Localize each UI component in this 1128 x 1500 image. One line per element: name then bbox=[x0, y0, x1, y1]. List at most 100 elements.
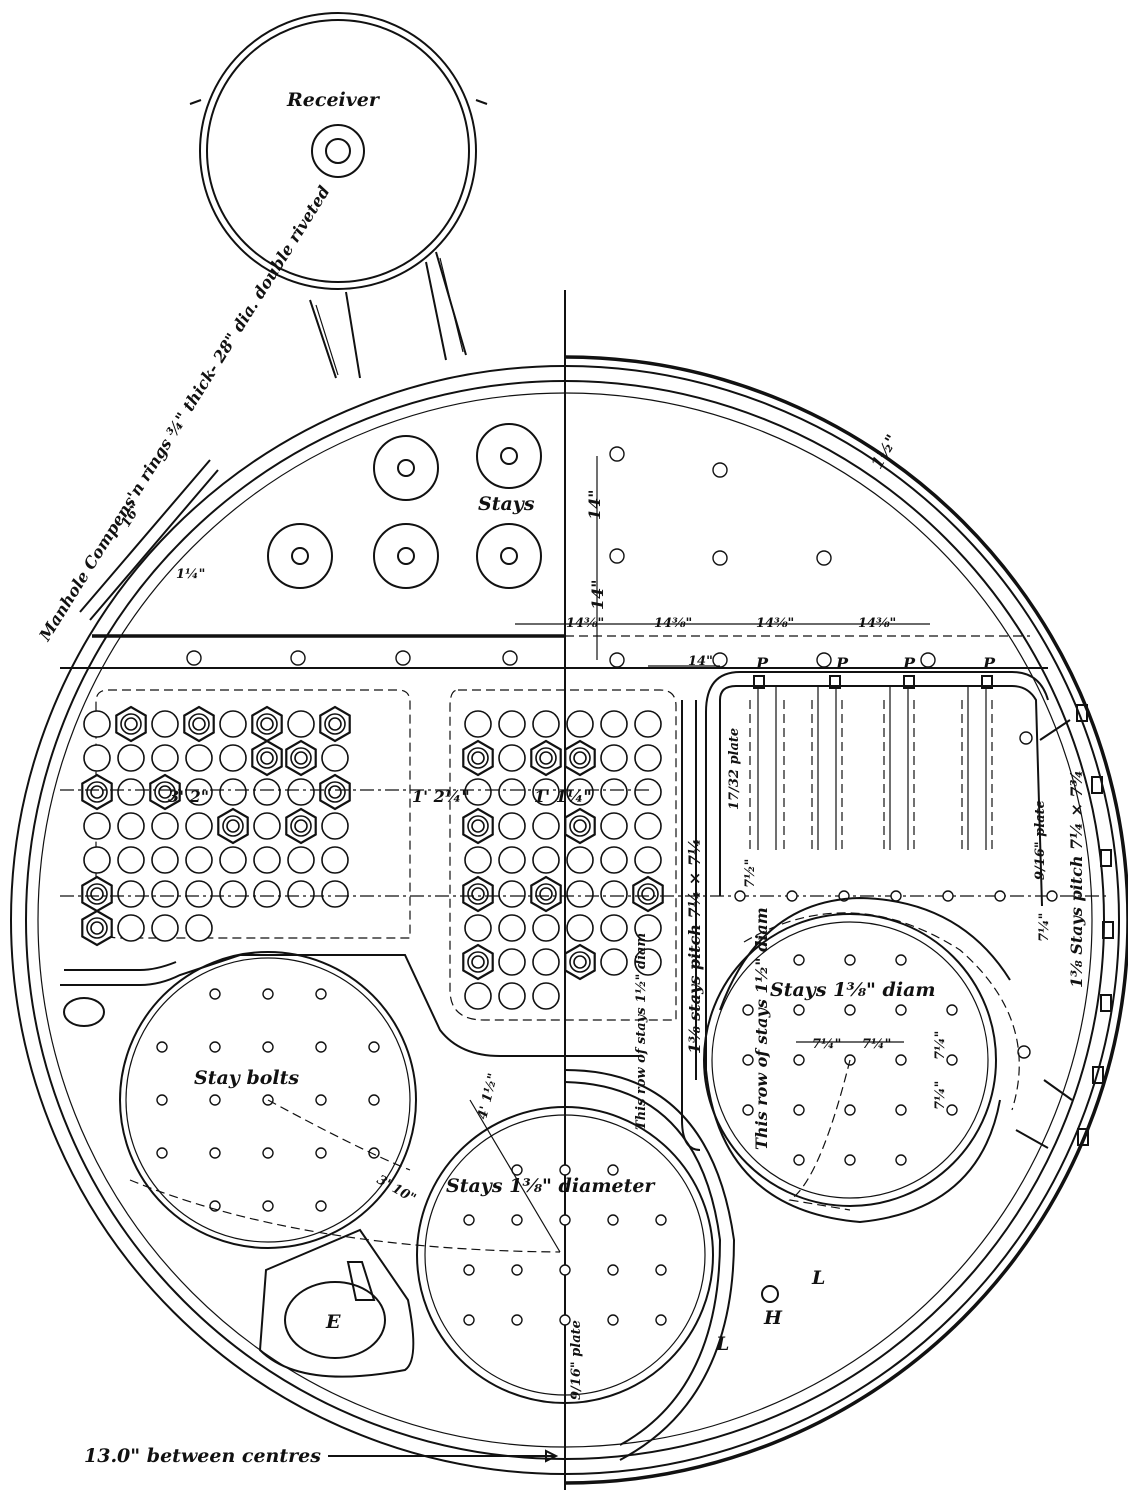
letter-p-3: P bbox=[902, 654, 916, 673]
tube bbox=[117, 846, 145, 874]
middle-tube-nest bbox=[449, 689, 677, 1021]
dim-7-25in-right: 7¼" bbox=[1037, 913, 1052, 942]
tube bbox=[634, 778, 662, 806]
stay-hole bbox=[559, 1214, 571, 1226]
tube bbox=[83, 846, 111, 874]
tube bbox=[83, 744, 111, 772]
stay-hole bbox=[793, 1104, 805, 1116]
stays-top-label: Stays bbox=[478, 493, 535, 515]
stay-hole bbox=[463, 1264, 475, 1276]
stay-bolt bbox=[315, 1147, 327, 1159]
tube bbox=[253, 778, 281, 806]
right-furnace bbox=[703, 896, 1020, 1224]
left-tubes bbox=[81, 705, 351, 947]
stay-hole bbox=[742, 1104, 754, 1116]
tube bbox=[532, 948, 560, 976]
stay-hole bbox=[895, 1004, 907, 1016]
plate-right-label: 9/16" plate bbox=[1033, 800, 1048, 880]
row-hole bbox=[942, 890, 954, 902]
stay-bolt bbox=[368, 1147, 380, 1159]
stay-bolt bbox=[262, 1041, 274, 1053]
tube bbox=[321, 846, 349, 874]
dim-7-25in-a: 7¼" bbox=[812, 1037, 841, 1052]
stay-bolt bbox=[156, 1147, 168, 1159]
tube bbox=[498, 914, 526, 942]
stay-bolt bbox=[156, 1041, 168, 1053]
tube bbox=[185, 744, 213, 772]
stay-hole bbox=[793, 1154, 805, 1166]
tube bbox=[498, 812, 526, 840]
tube bbox=[151, 710, 179, 738]
dim-7-5in: 7½" bbox=[743, 859, 758, 888]
tube bbox=[566, 914, 594, 942]
dim-14-375-b: 14⅜" bbox=[654, 616, 692, 631]
stay-bolt bbox=[209, 988, 221, 1000]
stay-bolt bbox=[262, 1147, 274, 1159]
dim-14-375-a: 14⅜" bbox=[566, 616, 604, 631]
combustion-chamber bbox=[60, 954, 640, 1057]
left-furnace bbox=[119, 951, 417, 1249]
letter-h: H bbox=[763, 1307, 783, 1329]
middle-tubes bbox=[462, 710, 664, 1010]
stay-bolt bbox=[209, 1094, 221, 1106]
tube bbox=[634, 710, 662, 738]
tube bbox=[117, 778, 145, 806]
letter-l-bottom: L bbox=[715, 1333, 729, 1355]
dim-14-vertical-2: 14" bbox=[588, 579, 607, 610]
tube bbox=[634, 914, 662, 942]
between-centres-label: 13.0" between centres bbox=[84, 1445, 321, 1467]
ash-pit bbox=[258, 1228, 415, 1378]
tube bbox=[321, 880, 349, 908]
tube bbox=[498, 846, 526, 874]
letter-e: E bbox=[325, 1311, 341, 1333]
tube bbox=[219, 778, 247, 806]
bottom-furnace bbox=[416, 1069, 736, 1461]
tube bbox=[600, 710, 628, 738]
tube bbox=[634, 812, 662, 840]
h-hole bbox=[761, 1285, 779, 1303]
bottom-stay-holes bbox=[463, 1164, 667, 1326]
tube bbox=[600, 948, 628, 976]
stay-hole bbox=[844, 954, 856, 966]
stay-hole bbox=[946, 1104, 958, 1116]
tube bbox=[566, 710, 594, 738]
tube bbox=[464, 982, 492, 1010]
tube bbox=[600, 880, 628, 908]
stay-bolt bbox=[315, 1041, 327, 1053]
stay-hole bbox=[793, 1004, 805, 1016]
tube bbox=[83, 710, 111, 738]
tube bbox=[219, 744, 247, 772]
stay-hole bbox=[559, 1314, 571, 1326]
tube bbox=[600, 846, 628, 874]
tube bbox=[151, 846, 179, 874]
right-firebox bbox=[705, 671, 1073, 1149]
stay-hole bbox=[463, 1314, 475, 1326]
stay-hole bbox=[895, 1154, 907, 1166]
row-hole bbox=[786, 890, 798, 902]
stay-hole bbox=[844, 1154, 856, 1166]
tube bbox=[287, 846, 315, 874]
stay-hole bbox=[895, 1054, 907, 1066]
letter-p-4: P bbox=[982, 654, 996, 673]
tube bbox=[253, 846, 281, 874]
tube bbox=[498, 982, 526, 1010]
tube bbox=[219, 846, 247, 874]
tube bbox=[464, 778, 492, 806]
tube bbox=[634, 744, 662, 772]
row-stays-right-label: This row of stays 1½" diam bbox=[752, 907, 771, 1150]
firebox-row-holes bbox=[734, 890, 1058, 902]
stay-bolt bbox=[262, 988, 274, 1000]
stay-hole bbox=[607, 1264, 619, 1276]
top-stays bbox=[267, 423, 542, 589]
tube bbox=[498, 778, 526, 806]
stay-hole bbox=[946, 1054, 958, 1066]
crown-band bbox=[60, 634, 1048, 669]
tube bbox=[532, 914, 560, 942]
receiver bbox=[189, 12, 488, 290]
stays-bottom-label: Stays 1⅜" diameter bbox=[446, 1175, 656, 1197]
stay-bolt bbox=[315, 988, 327, 1000]
receiver-label: Receiver bbox=[286, 89, 381, 111]
stay-hole bbox=[742, 1054, 754, 1066]
right-stay-holes bbox=[742, 954, 958, 1166]
